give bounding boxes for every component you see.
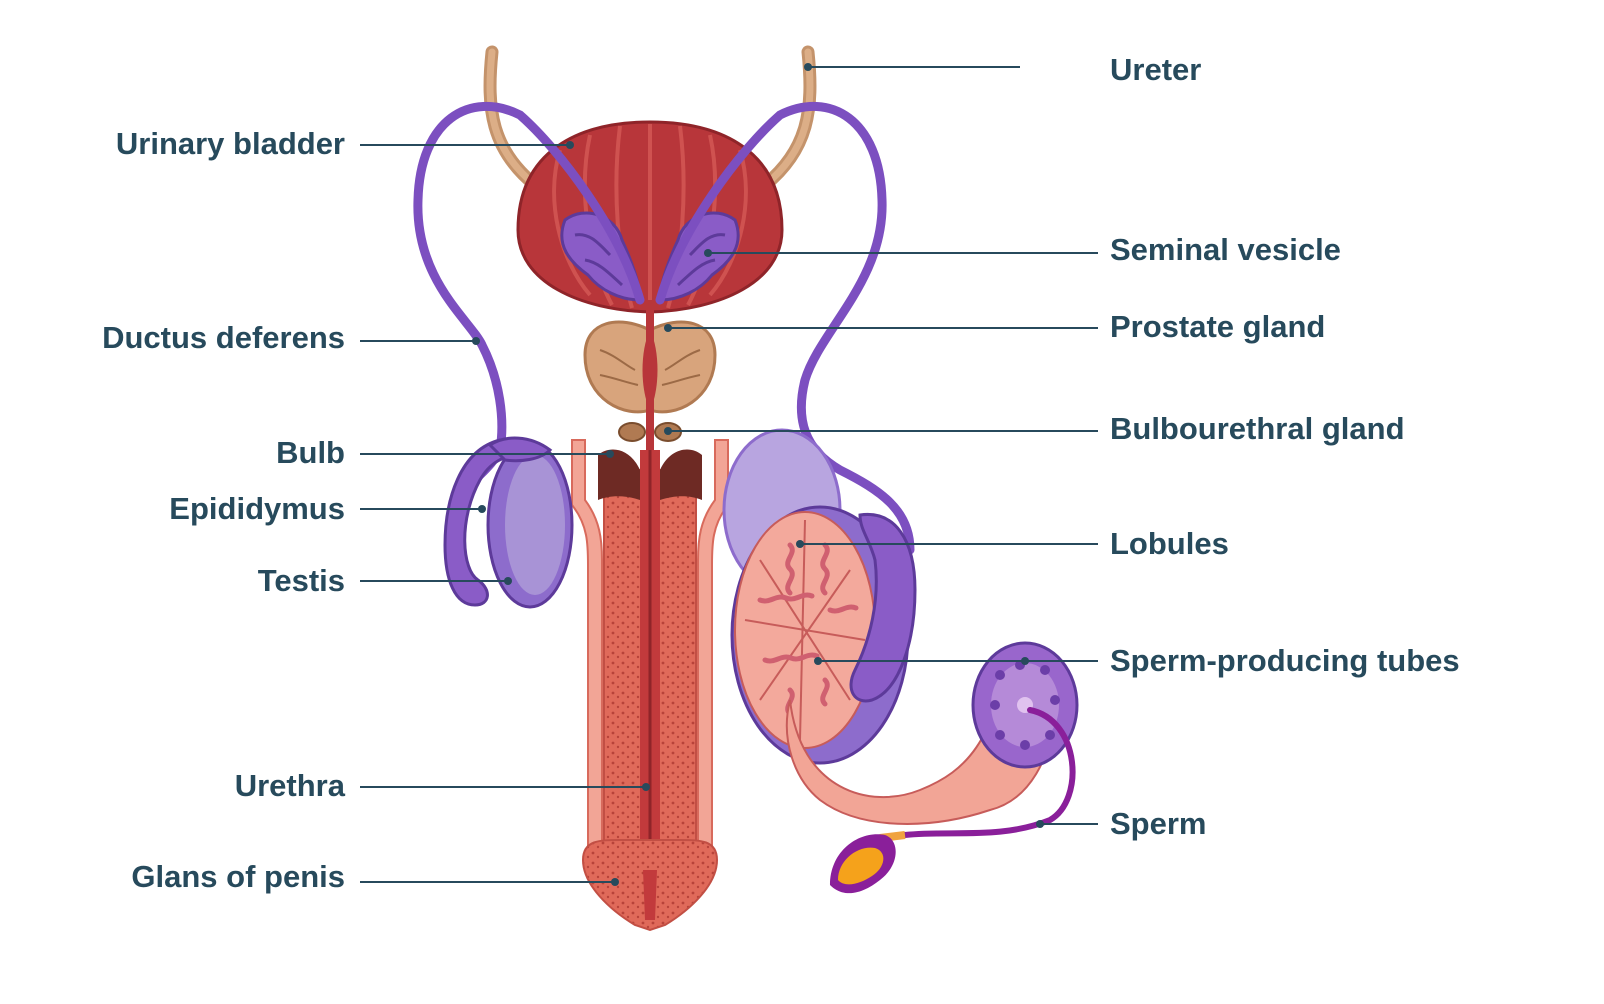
epididymus-left-shape <box>443 436 553 607</box>
label-epididymus: Epididymus <box>169 491 345 526</box>
label-glans-of-penis: Glans of penis <box>131 859 345 894</box>
label-bulbourethral-gland: Bulbourethral gland <box>1110 411 1405 446</box>
label-urethra: Urethra <box>234 768 345 803</box>
label-prostate-gland: Prostate gland <box>1110 309 1326 344</box>
urethra-prostatic <box>646 300 654 450</box>
label-ureter: Ureter <box>1110 52 1202 87</box>
leader-lines <box>360 66 1098 883</box>
sperm-shape <box>830 707 1076 894</box>
label-bulb: Bulb <box>276 435 345 470</box>
label-lobules: Lobules <box>1110 526 1229 561</box>
label-sperm-producing-tubes: Sperm-producing tubes <box>1110 643 1460 678</box>
label-ductus-deferens: Ductus deferens <box>102 320 345 355</box>
epididymus-right-shape <box>849 512 917 703</box>
label-testis: Testis <box>257 563 345 598</box>
testis-left-shape <box>486 441 574 609</box>
ductus-deferens-right <box>655 101 915 555</box>
penis-shape <box>571 439 729 932</box>
leader-dots <box>472 63 1044 886</box>
sperm-producing-tube-shape <box>785 641 1079 825</box>
label-seminal-vesicle: Seminal vesicle <box>1110 232 1341 267</box>
label-urinary-bladder: Urinary bladder <box>115 126 345 161</box>
label-sperm: Sperm <box>1110 806 1207 841</box>
